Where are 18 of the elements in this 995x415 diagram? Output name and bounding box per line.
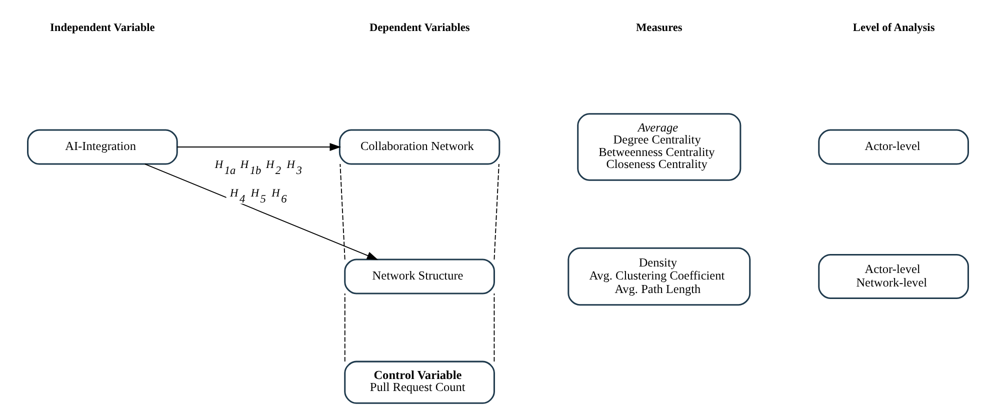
- label: Independent Variable: [49, 22, 154, 34]
- connector: [493, 164, 499, 260]
- label: Measures: [635, 22, 682, 34]
- node-box: Density Avg. Clustering Coefficient Avg. Path Length: [567, 247, 750, 306]
- node-box: Actor-level: [818, 129, 968, 165]
- label: Dependent Variables: [368, 22, 470, 34]
- connector: [344, 293, 345, 362]
- connector: [339, 164, 345, 260]
- connector: [493, 293, 494, 362]
- node-box: Average Degree Centrality Betweenness Centrality Closeness Centrality: [576, 113, 741, 181]
- node-box: Control Variable Pull Request Count: [344, 360, 494, 404]
- arrow: [144, 164, 378, 260]
- node-box: Actor-level Network-level: [818, 254, 968, 299]
- label: Level of Analysis: [852, 22, 934, 34]
- node-box: AI-Integration: [26, 129, 178, 165]
- node-box: Collaboration Network: [338, 129, 500, 165]
- arrow: [176, 143, 341, 151]
- node-box: Network Structure: [344, 258, 494, 294]
